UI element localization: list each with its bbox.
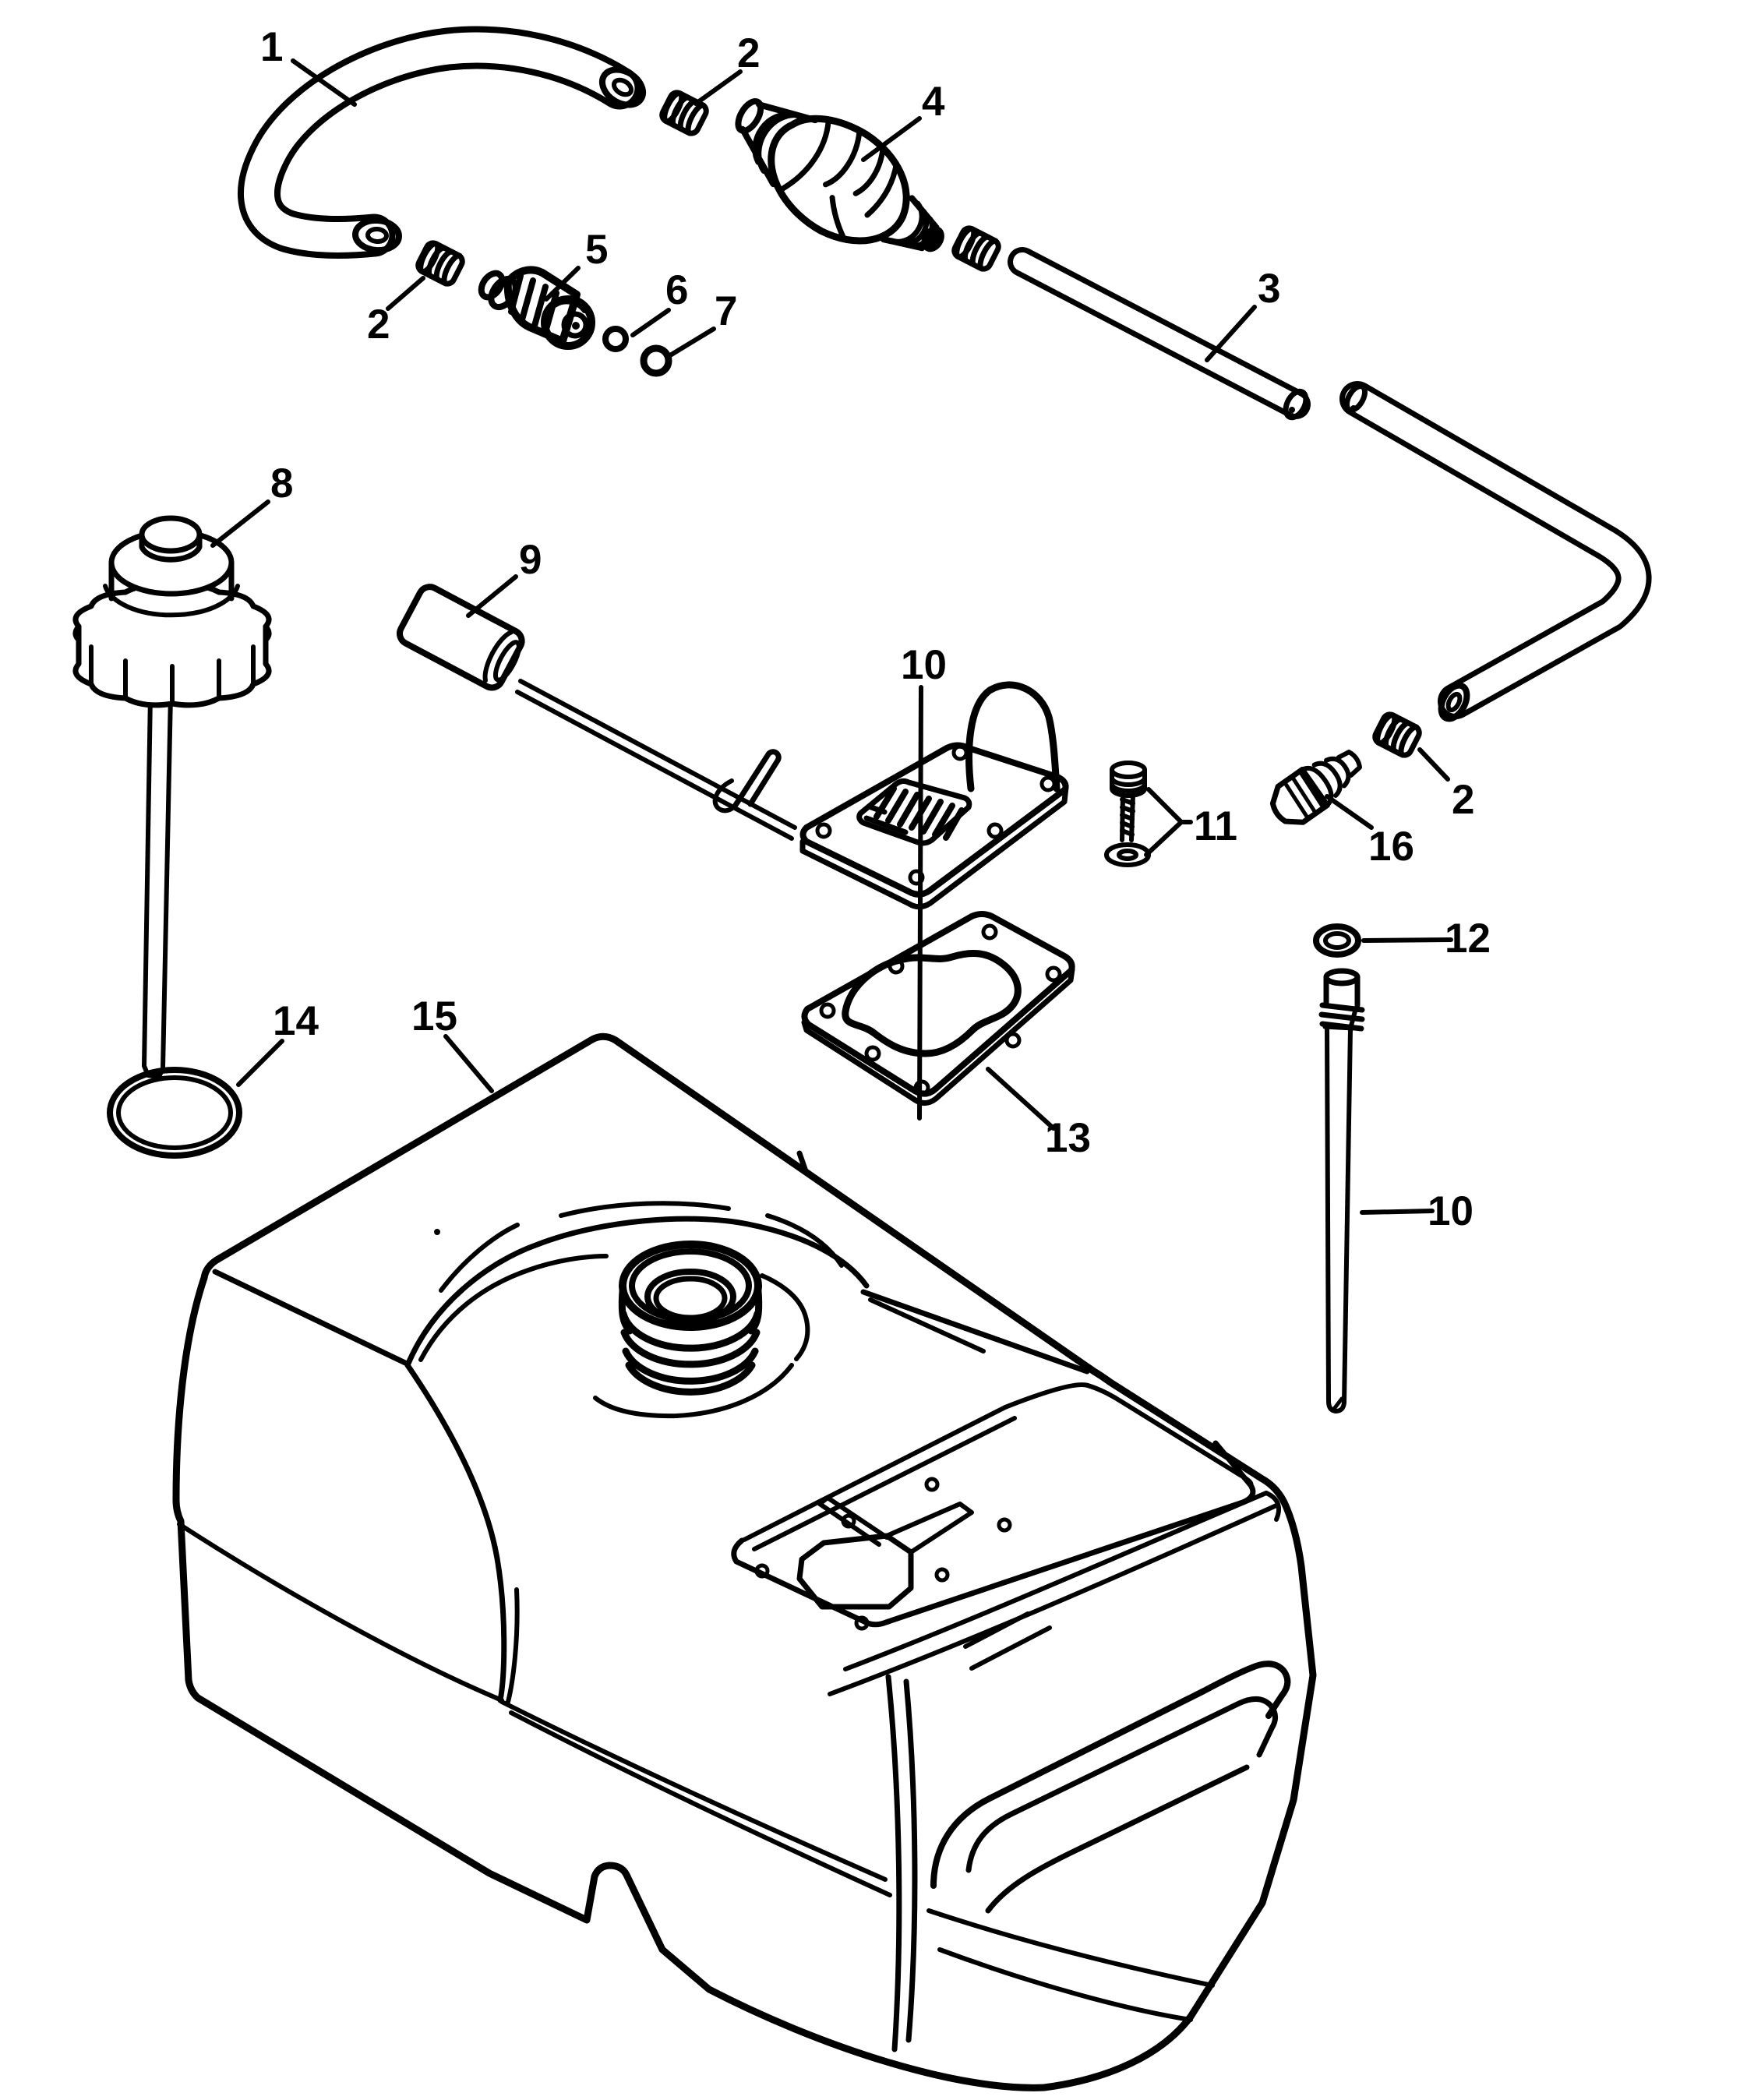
svg-text:6: 6 xyxy=(665,267,688,313)
svg-text:2: 2 xyxy=(367,302,390,348)
svg-text:7: 7 xyxy=(715,288,737,334)
svg-text:14: 14 xyxy=(273,998,319,1044)
svg-text:10: 10 xyxy=(901,642,947,688)
svg-text:2: 2 xyxy=(737,30,760,76)
svg-text:3: 3 xyxy=(1258,266,1280,312)
svg-text:5: 5 xyxy=(585,227,608,273)
svg-text:2: 2 xyxy=(1452,777,1474,823)
svg-text:8: 8 xyxy=(270,461,293,506)
svg-text:1: 1 xyxy=(260,24,283,70)
svg-text:11: 11 xyxy=(1194,803,1237,849)
svg-text:16: 16 xyxy=(1368,824,1414,870)
svg-text:12: 12 xyxy=(1445,916,1491,962)
svg-text:15: 15 xyxy=(411,994,457,1039)
svg-text:4: 4 xyxy=(922,79,945,125)
svg-text:13: 13 xyxy=(1045,1115,1091,1161)
svg-text:10: 10 xyxy=(1428,1188,1474,1234)
svg-text:9: 9 xyxy=(519,537,542,583)
